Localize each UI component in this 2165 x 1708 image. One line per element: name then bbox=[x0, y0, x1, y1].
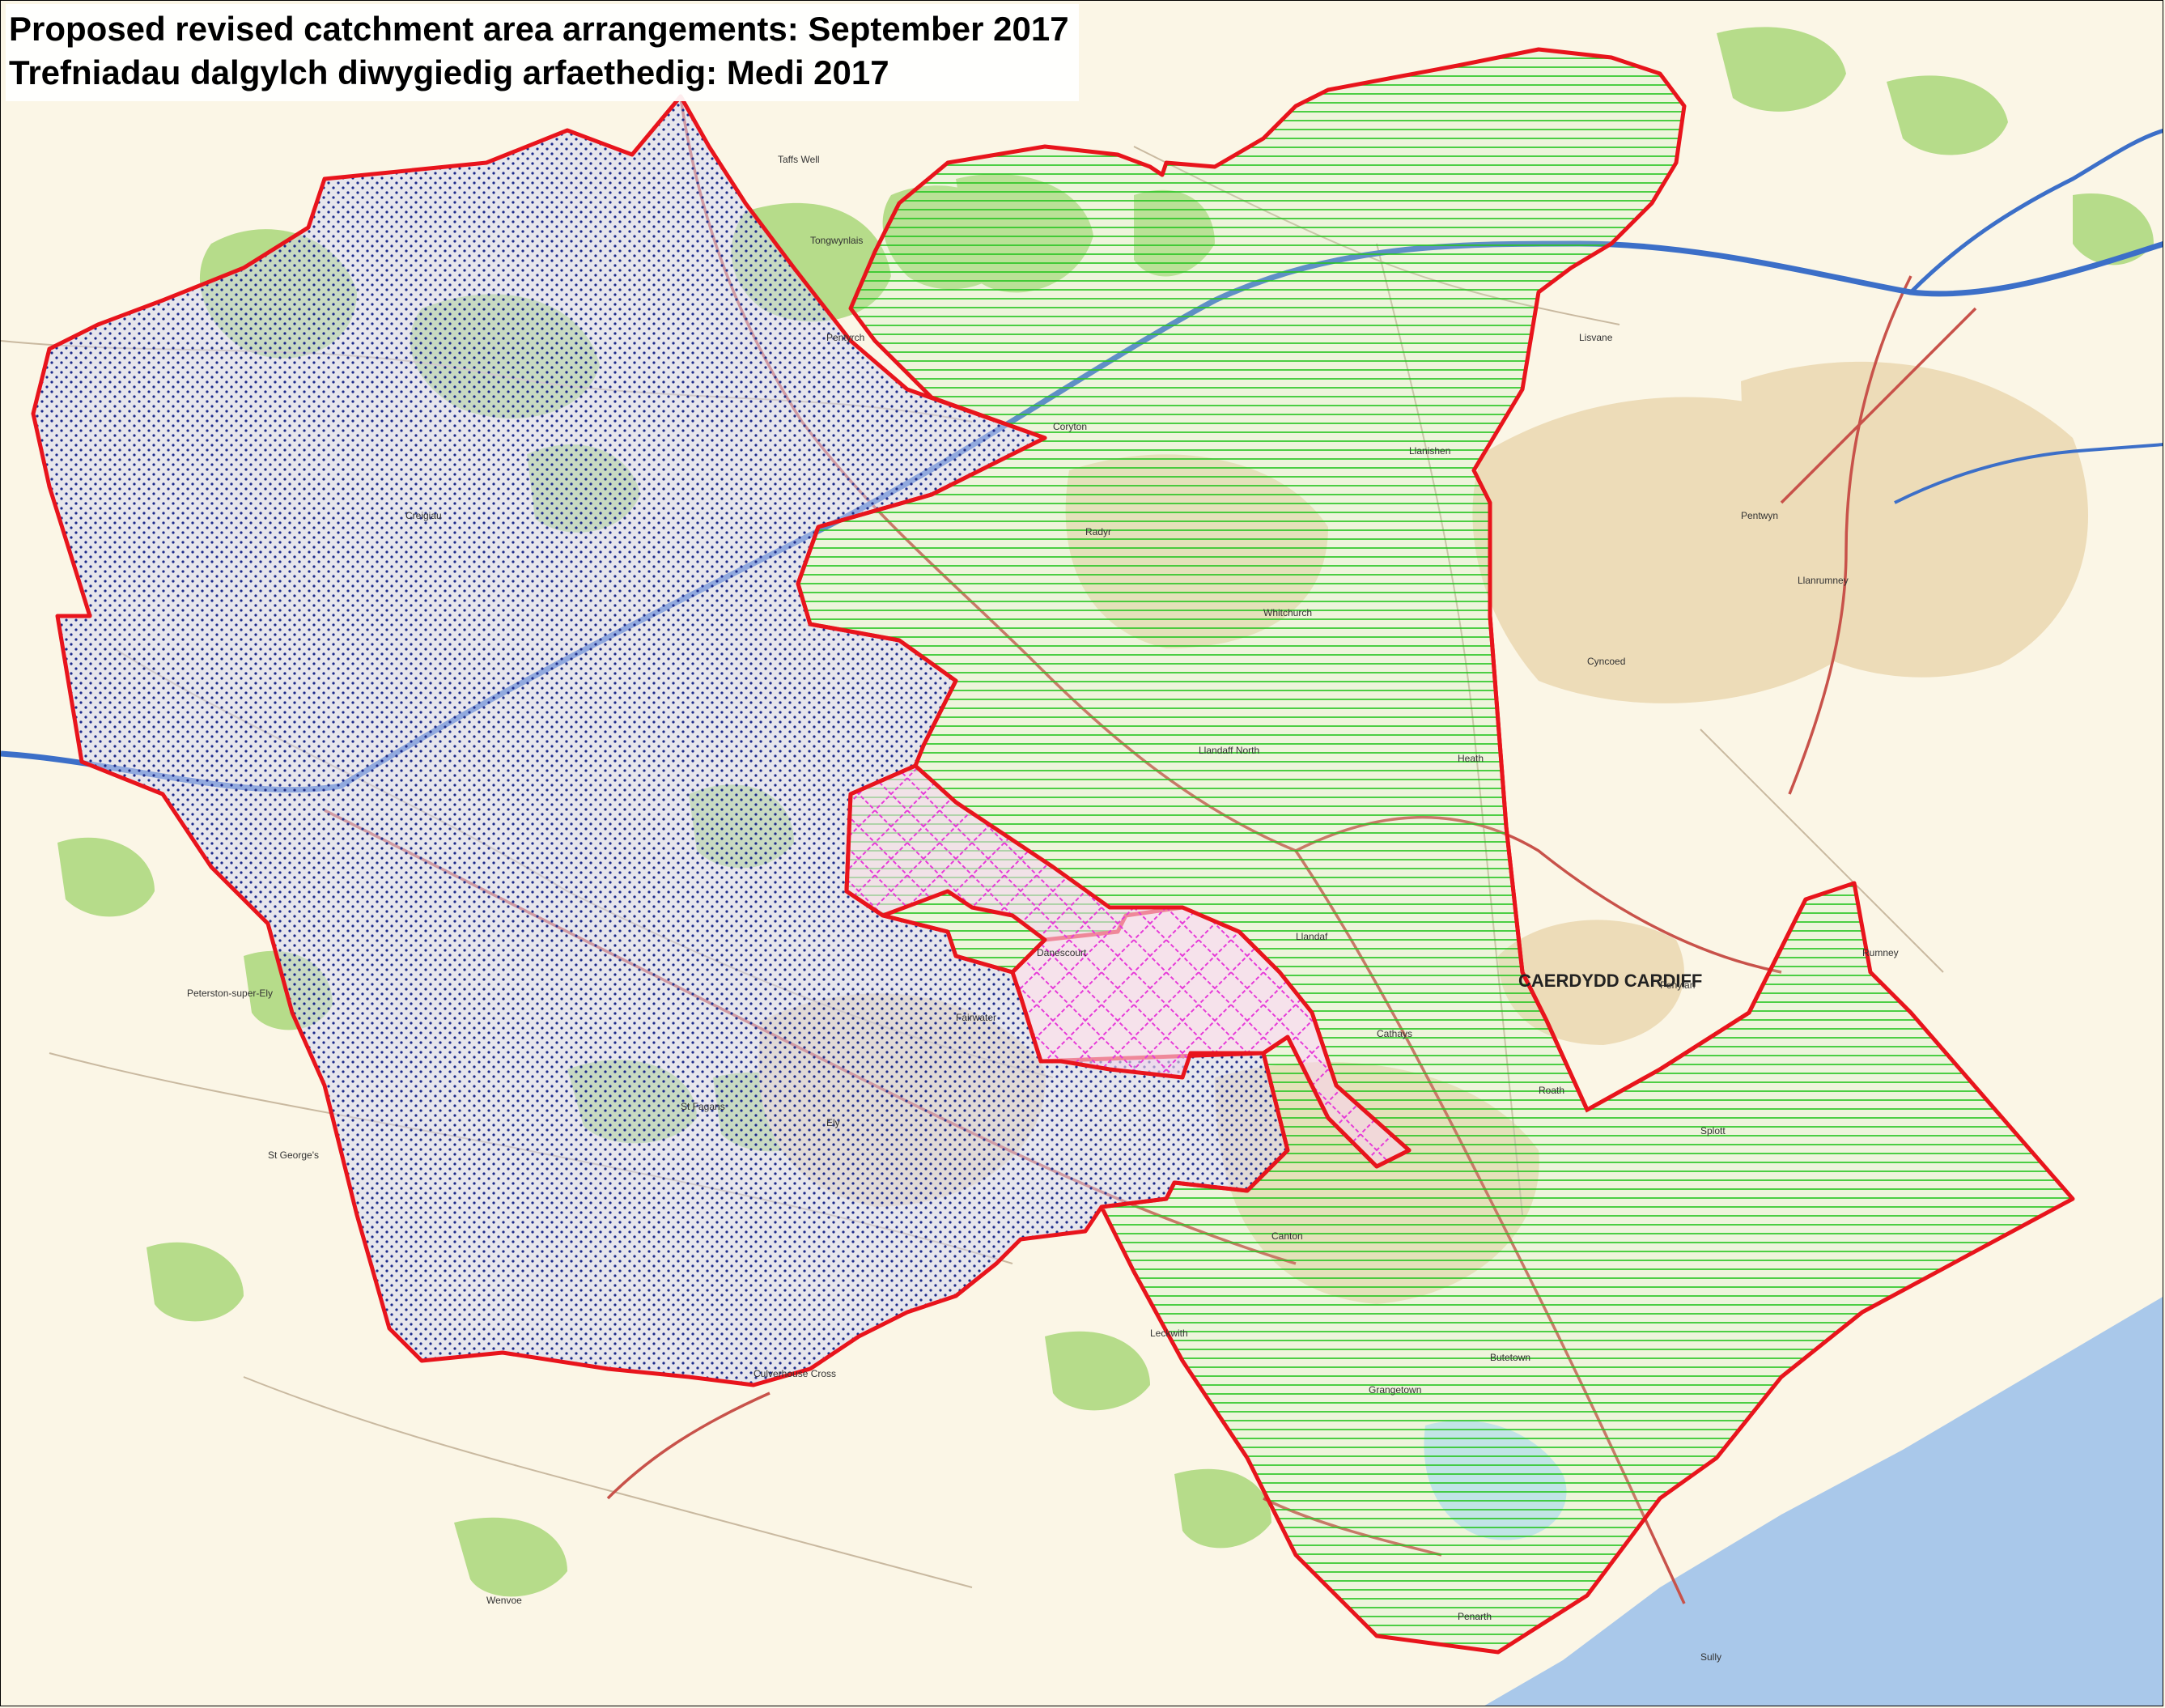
place-label: Splott bbox=[1700, 1125, 1726, 1137]
place-label: Rumney bbox=[1862, 947, 1899, 958]
place-label: Cathays bbox=[1377, 1028, 1412, 1039]
catchment-zone-central[interactable] bbox=[844, 763, 1411, 1169]
place-label: Fairwater bbox=[956, 1012, 996, 1023]
motorway-spur bbox=[1909, 129, 2163, 294]
place-label: Penylan bbox=[1660, 979, 1695, 991]
place-label: Danescourt bbox=[1037, 947, 1087, 958]
place-label: Grangetown bbox=[1369, 1384, 1421, 1396]
city-label: CAERDYDD CARDIFF bbox=[1518, 971, 1702, 991]
place-label: Peterston-super-Ely bbox=[187, 988, 273, 999]
place-label: Leckwith bbox=[1150, 1328, 1188, 1339]
place-label: Taffs Well bbox=[778, 154, 820, 165]
place-label: Canton bbox=[1271, 1230, 1303, 1242]
place-label: Cyncoed bbox=[1587, 656, 1625, 667]
map-title-block: Proposed revised catchment area arrangem… bbox=[6, 4, 1079, 101]
catchment-boundary-inner bbox=[1488, 615, 1808, 1113]
map-title-english: Proposed revised catchment area arrangem… bbox=[9, 10, 1069, 48]
place-label: St George's bbox=[268, 1149, 319, 1161]
place-label: Lisvane bbox=[1579, 332, 1613, 343]
place-label: Pentwyn bbox=[1741, 510, 1778, 521]
place-label: Sully bbox=[1700, 1651, 1721, 1663]
motorway-east bbox=[1894, 443, 2163, 504]
place-label: Pentyrch bbox=[826, 332, 864, 343]
place-label: Ely bbox=[826, 1117, 840, 1128]
place-labels: Pentyrch Radyr Llandaf Whitchurch Llanis… bbox=[187, 154, 1899, 1663]
place-label: Llanishen bbox=[1409, 445, 1450, 457]
place-label: Wenvoe bbox=[486, 1595, 522, 1606]
sea-area bbox=[1484, 1297, 2163, 1706]
place-label: Butetown bbox=[1490, 1352, 1530, 1363]
place-label: Llandaf bbox=[1296, 931, 1328, 942]
place-label: Heath bbox=[1458, 753, 1484, 764]
place-label: Creigiau bbox=[405, 510, 442, 521]
map-title-welsh: Trefniadau dalgylch diwygiedig arfaethed… bbox=[9, 53, 889, 91]
place-label: Llanrumney bbox=[1798, 575, 1849, 586]
place-label: Culverhouse Cross bbox=[754, 1368, 836, 1379]
place-label: Llandaff North bbox=[1199, 745, 1259, 756]
place-label: Penarth bbox=[1458, 1611, 1492, 1622]
place-label: St Fagans bbox=[681, 1101, 725, 1112]
place-label: Whitchurch bbox=[1263, 607, 1312, 618]
place-label: Roath bbox=[1539, 1085, 1564, 1096]
place-label: Radyr bbox=[1085, 526, 1111, 537]
place-label: Tongwynlais bbox=[810, 235, 863, 246]
place-label: Coryton bbox=[1053, 421, 1087, 432]
